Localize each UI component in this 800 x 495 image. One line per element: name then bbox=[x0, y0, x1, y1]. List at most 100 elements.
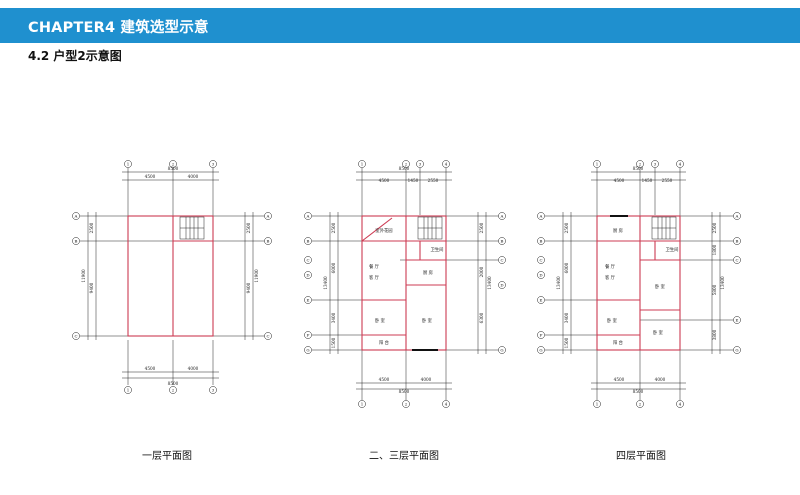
grid-row-right-2-3-circle bbox=[733, 316, 741, 324]
grid-col-top-2-3-circle bbox=[676, 160, 684, 168]
dim-top-total-0: 8500 bbox=[168, 166, 179, 171]
dim-right-1-2: 6300 bbox=[479, 312, 484, 323]
grid-col-top-0-1: 2 bbox=[172, 162, 175, 167]
grid-col-top-1-1-circle bbox=[402, 160, 410, 168]
grid-row-left-1-5-circle bbox=[304, 331, 312, 339]
grid-row-left-2-6: G bbox=[539, 348, 542, 353]
chapter-title: CHAPTER4 建筑选型示意 bbox=[28, 20, 209, 36]
grid-col-bottom-1-0-circle bbox=[358, 400, 366, 408]
grid-col-bottom-0-0: 1 bbox=[127, 388, 130, 393]
grid-row-left-1-1: B bbox=[307, 239, 310, 244]
grid-row-left-2-3-circle bbox=[537, 271, 545, 279]
grid-row-right-1-2-circle bbox=[498, 256, 506, 264]
plan-second-stair bbox=[417, 216, 443, 240]
grid-col-top-2-0-circle bbox=[593, 160, 601, 168]
grid-row-right-0-2-circle bbox=[264, 332, 272, 340]
caption-second-third-floor: 二、三层平面图 bbox=[369, 451, 439, 462]
grid-row-right-1-2: C bbox=[500, 258, 503, 263]
grid-col-top-1-3: 4 bbox=[445, 162, 448, 167]
dim-bottom-1-0: 4500 bbox=[379, 377, 390, 382]
room-label-1-7: 阳 台 bbox=[379, 339, 389, 346]
grid-row-left-2-2: C bbox=[539, 258, 542, 263]
grid-row-left-1-4: E bbox=[307, 298, 310, 303]
grid-col-bottom-0-2: 3 bbox=[212, 388, 215, 393]
grid-row-left-1-5: F bbox=[307, 333, 310, 338]
grid-col-top-2-1: 2 bbox=[639, 162, 642, 167]
grid-row-left-1-6-circle bbox=[304, 346, 312, 354]
dim-top-0-0: 4500 bbox=[145, 174, 156, 179]
grid-row-left-2-6-circle bbox=[537, 346, 545, 354]
dim-bottom-2-0: 4500 bbox=[614, 377, 625, 382]
room-label-2-0: 厨 房 bbox=[613, 227, 623, 234]
grid-col-bottom-2-1-circle bbox=[636, 400, 644, 408]
grid-row-left-0-2: C bbox=[74, 334, 77, 339]
caption-fourth-floor: 四层平面图 bbox=[616, 451, 666, 462]
grid-row-left-1-3: D bbox=[306, 273, 309, 278]
grid-row-right-2-3: E bbox=[736, 318, 739, 323]
grid-row-left-2-2-circle bbox=[537, 256, 545, 264]
grid-row-left-1-0-circle bbox=[304, 212, 312, 220]
grid-row-right-2-1-circle bbox=[733, 237, 741, 245]
grid-col-bottom-1-1: 2 bbox=[405, 402, 408, 407]
grid-col-bottom-0-2-circle bbox=[209, 386, 217, 394]
dim-left-1-2: 3400 bbox=[331, 312, 336, 323]
room-label-1-6: 卧 室 bbox=[422, 317, 433, 324]
dim-bottom-total-0: 8500 bbox=[168, 381, 179, 386]
grid-row-left-0-0-circle bbox=[72, 212, 80, 220]
dim-left-total-2: 13400 bbox=[556, 276, 561, 290]
grid-col-top-1-2-circle bbox=[416, 160, 424, 168]
dim-right-0-1: 9400 bbox=[246, 282, 251, 293]
dim-bottom-total-2: 8500 bbox=[633, 389, 644, 394]
grid-col-bottom-1-0: 1 bbox=[361, 402, 364, 407]
grid-row-left-2-1: B bbox=[540, 239, 543, 244]
grid-row-left-2-3: D bbox=[539, 273, 542, 278]
grid-col-bottom-2-2: 4 bbox=[679, 402, 682, 407]
grid-col-top-1-0: 1 bbox=[361, 162, 364, 167]
grid-row-left-0-0: A bbox=[74, 214, 78, 219]
room-label-2-1: 卫生间 bbox=[666, 246, 679, 253]
grid-col-bottom-1-2-circle bbox=[442, 400, 450, 408]
dim-top-1-0: 4500 bbox=[379, 178, 390, 183]
grid-col-top-0-0: 1 bbox=[127, 162, 130, 167]
dim-top-2-0: 4500 bbox=[614, 178, 625, 183]
section-title: 4.2 户型2示意图 bbox=[28, 49, 122, 63]
dim-left-0-1: 9400 bbox=[89, 282, 94, 293]
dim-right-2-2: 5800 bbox=[712, 284, 717, 295]
dim-bottom-total-1: 8500 bbox=[399, 389, 410, 394]
grid-row-left-2-4-circle bbox=[537, 296, 545, 304]
grid-col-top-2-2: 3 bbox=[654, 162, 657, 167]
grid-row-left-0-2-circle bbox=[72, 332, 80, 340]
plan-ground-stair bbox=[179, 216, 205, 240]
room-label-2-5: 卧 室 bbox=[607, 317, 618, 324]
grid-col-top-0-0-circle bbox=[124, 160, 132, 168]
dim-top-2-1: 1450 bbox=[642, 178, 653, 183]
room-label-2-7: 阳 台 bbox=[613, 339, 623, 346]
grid-row-left-2-4: E bbox=[540, 298, 543, 303]
grid-col-bottom-2-1: 2 bbox=[639, 402, 642, 407]
dim-left-1-3: 1500 bbox=[331, 337, 336, 348]
grid-col-bottom-0-1-circle bbox=[169, 386, 177, 394]
dim-top-total-1: 8500 bbox=[399, 166, 410, 171]
grid-col-bottom-0-0-circle bbox=[124, 386, 132, 394]
dim-right-1-1: 2000 bbox=[479, 266, 484, 277]
grid-row-right-2-2-circle bbox=[733, 256, 741, 264]
grid-row-right-1-4: G bbox=[500, 348, 503, 353]
dim-bottom-0-1: 4000 bbox=[188, 366, 199, 371]
dim-left-2-1: 6000 bbox=[564, 262, 569, 273]
dim-right-total-1: 13400 bbox=[487, 276, 492, 290]
plan-second-walls bbox=[361, 215, 447, 351]
dim-right-0-0: 2500 bbox=[246, 222, 251, 233]
grid-row-right-0-0: A bbox=[266, 214, 270, 219]
grid-row-right-0-1-circle bbox=[264, 237, 272, 245]
grid-row-right-1-3: D bbox=[500, 283, 503, 288]
room-label-1-4: 厨 房 bbox=[423, 269, 433, 276]
grid-col-top-0-2: 3 bbox=[212, 162, 215, 167]
grid-row-left-2-0-circle bbox=[537, 212, 545, 220]
dim-right-2-3: 3800 bbox=[712, 329, 717, 340]
dim-left-1-0: 2500 bbox=[331, 222, 336, 233]
dim-top-total-2: 8500 bbox=[633, 166, 644, 171]
grid-row-right-2-0: A bbox=[735, 214, 739, 219]
grid-row-right-2-4: G bbox=[735, 348, 738, 353]
